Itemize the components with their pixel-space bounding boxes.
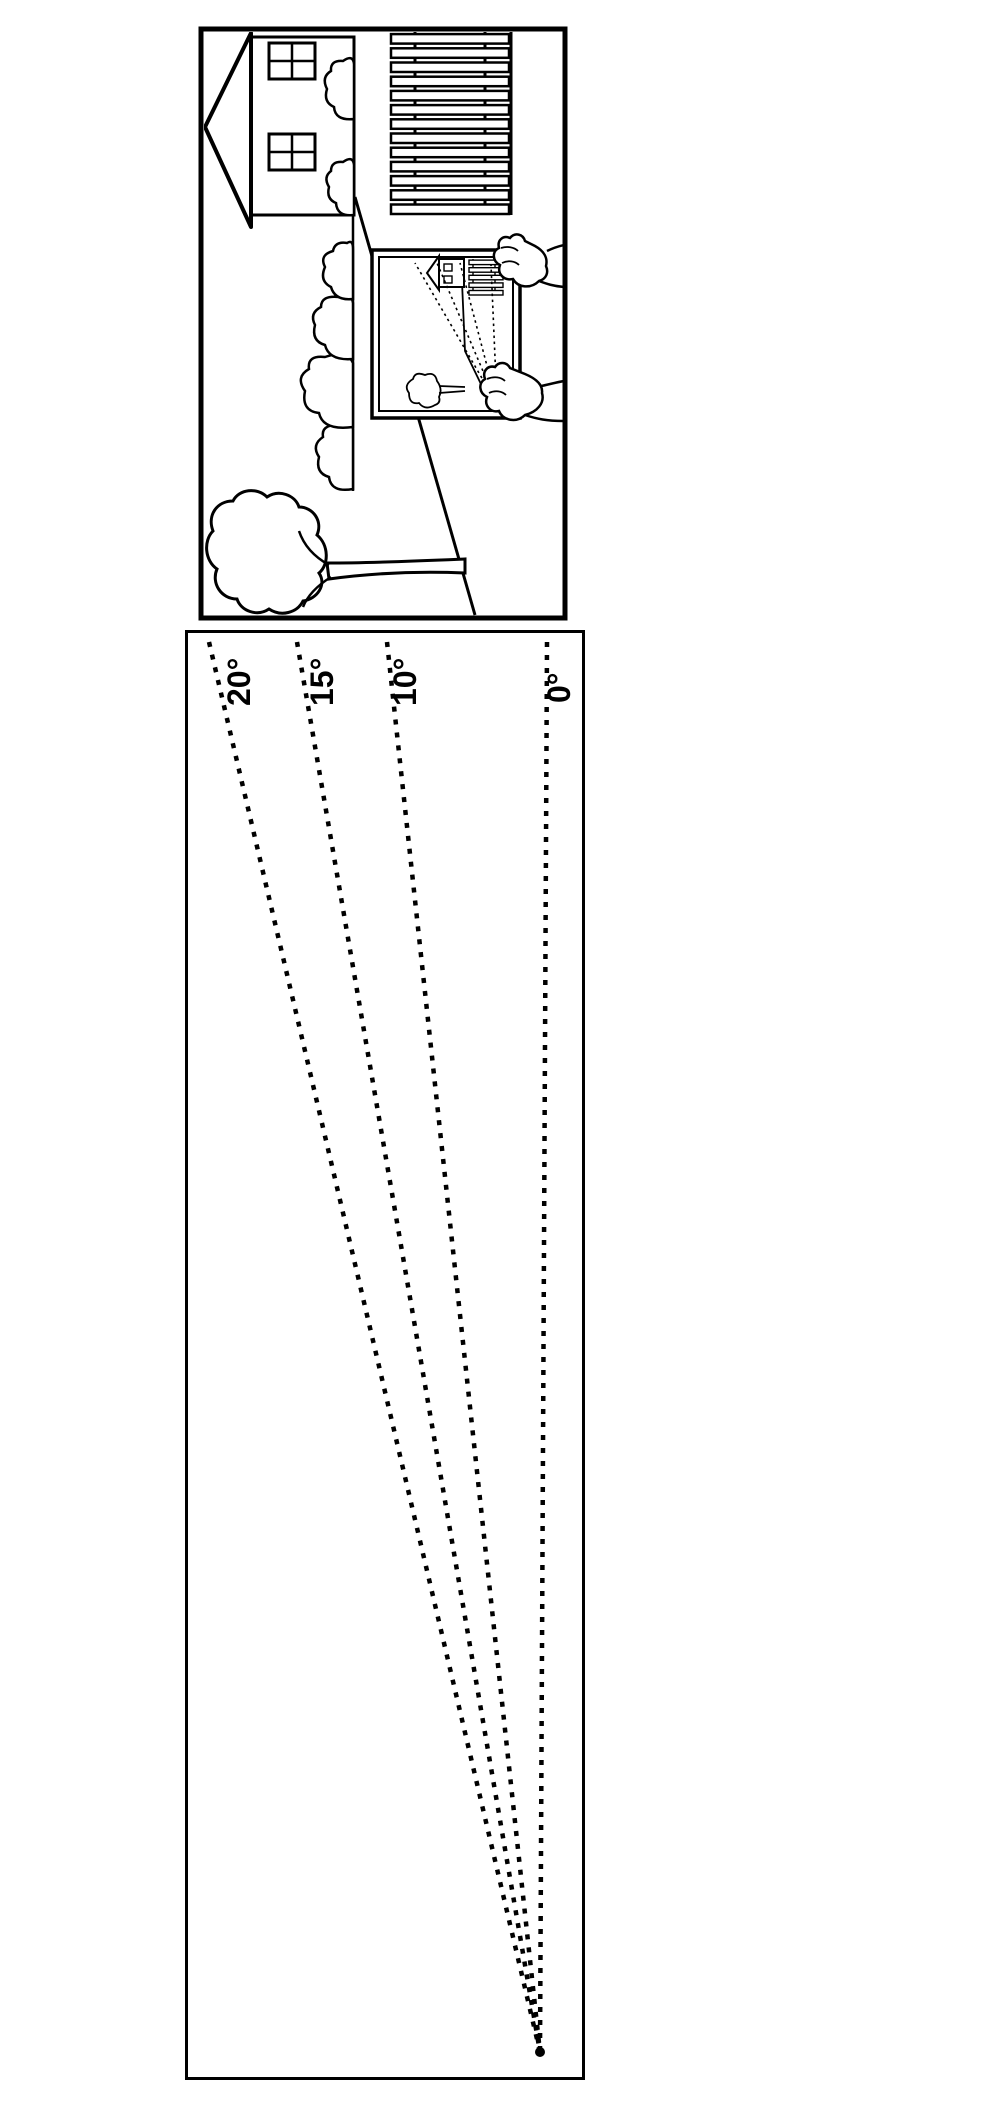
angle-label-10deg: 10° [387, 658, 423, 706]
vertex-point [535, 2047, 545, 2057]
tree-branches [297, 530, 332, 608]
right-forearm [538, 243, 563, 289]
mini-fence [468, 259, 504, 296]
mini-house [425, 252, 465, 294]
right-hand [492, 233, 563, 289]
large-tree [205, 489, 467, 615]
left-finger-lines [486, 376, 507, 396]
house-window-right [267, 41, 317, 81]
angle-rays [206, 641, 550, 2053]
angle-diagram-panel: 20° 15° 10° 0° [185, 630, 585, 2080]
angle-ray-0deg [537, 641, 550, 2053]
picket-fence [389, 32, 513, 216]
angle-label-15deg: 15° [304, 658, 340, 706]
mini-tree [405, 372, 466, 409]
background-bushes [299, 240, 355, 491]
house-roof [204, 32, 253, 229]
right-finger-lines [500, 246, 520, 266]
house [204, 32, 356, 229]
angle-panel-border [185, 630, 585, 2080]
angle-label-0deg: 0° [541, 672, 577, 703]
angle-label-20deg: 20° [221, 658, 257, 706]
foundation-shrub-right [323, 56, 356, 121]
left-hand [479, 361, 563, 423]
foundation-shrub-left [325, 157, 356, 217]
tree-canopy [205, 489, 328, 615]
fence-pickets [389, 32, 511, 216]
left-forearm [524, 379, 563, 423]
house-window-left [267, 132, 317, 172]
angle-ray-10deg [384, 641, 543, 2053]
landscape-scene [204, 32, 563, 616]
angle-ray-15deg [294, 641, 543, 2053]
photo-panel [198, 26, 568, 621]
